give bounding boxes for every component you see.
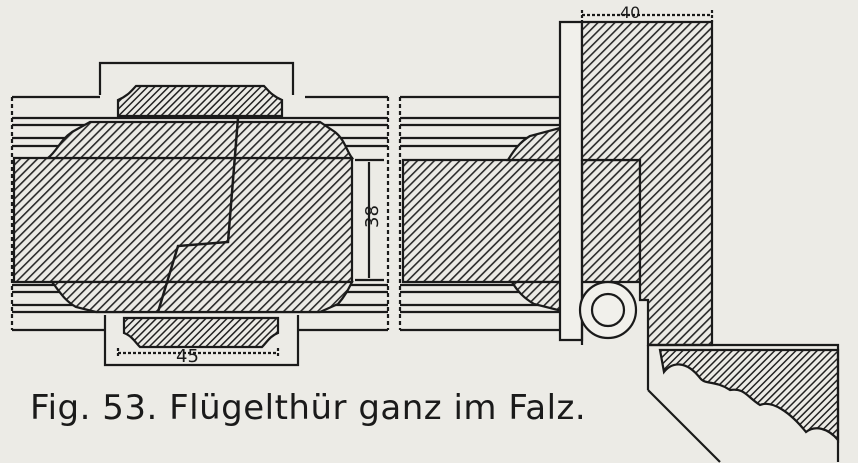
left-side-dashed	[10, 97, 390, 330]
vertical-dimension	[355, 158, 384, 282]
stile-lower-moulding	[49, 280, 354, 314]
bottom-bead	[122, 316, 280, 349]
frame-jamb-hatched	[580, 20, 714, 347]
architrave-outline	[647, 343, 840, 463]
dimension-label-vertical: 38	[362, 205, 383, 228]
hinge-inner	[590, 292, 626, 328]
top-frame-outline	[98, 61, 295, 95]
dimension-label-bottom: 45	[176, 346, 199, 367]
right-panel	[398, 10, 840, 463]
right-rail-lines	[400, 95, 580, 332]
right-stile	[401, 158, 642, 284]
top-bead	[116, 84, 284, 118]
frame-jamb-outline	[558, 20, 584, 342]
bottom-dimension	[116, 348, 280, 358]
top-dimension	[580, 10, 714, 22]
dimension-label-top: 40	[620, 3, 640, 22]
figure-caption: Fig. 53. Flügelthür ganz im Falz.	[30, 388, 587, 428]
stile-main	[12, 156, 354, 284]
architrave-moulding	[658, 348, 840, 444]
joint-crack	[156, 117, 240, 313]
dimension-labels: 40 38 45	[176, 3, 640, 367]
left-panel	[10, 61, 390, 367]
bottom-frame-outline	[103, 315, 300, 367]
stile-upper-moulding	[44, 120, 355, 160]
